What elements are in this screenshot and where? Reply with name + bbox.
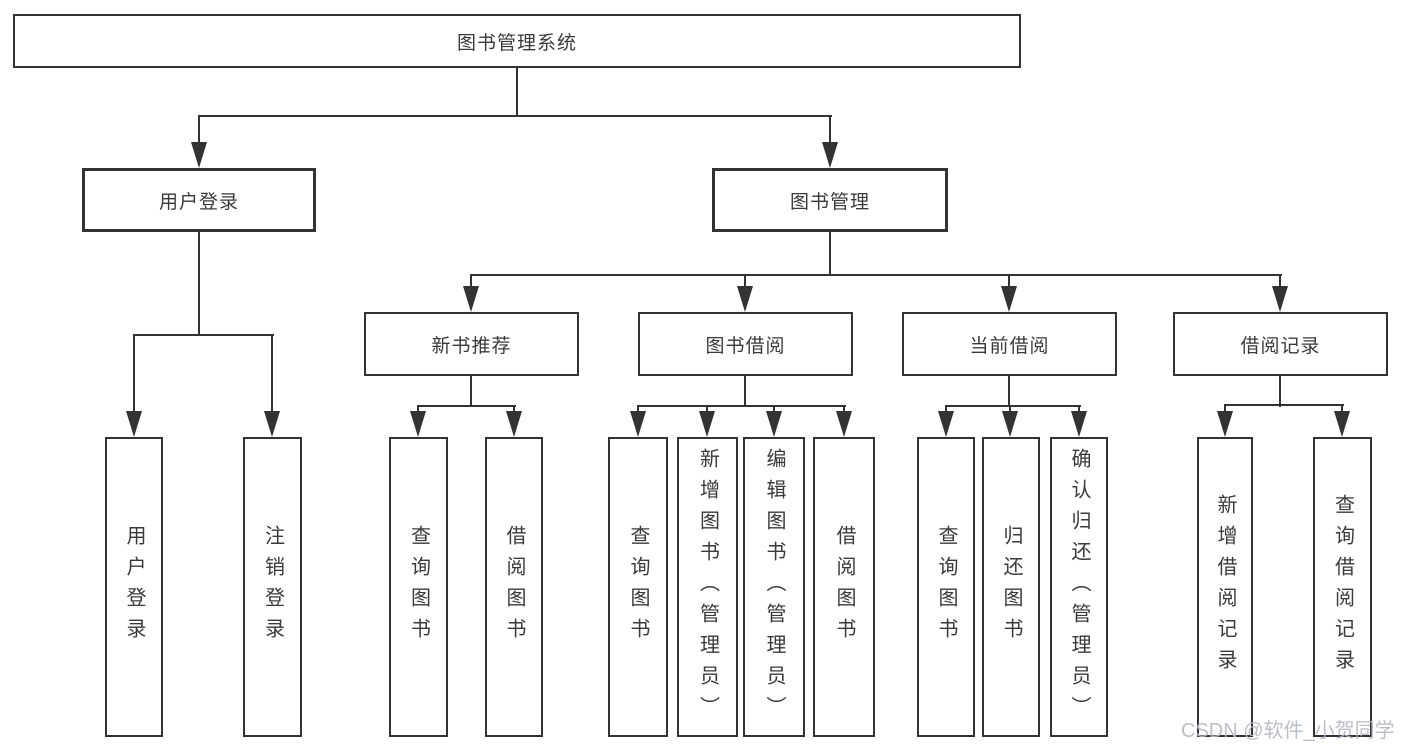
arrowhead [822, 142, 838, 168]
arrowhead [1001, 286, 1017, 312]
arrowhead [463, 286, 479, 312]
node-user-login: 用户登录 [82, 168, 316, 232]
leaf-user-login: 用户登录 [105, 437, 163, 737]
connector-line [829, 115, 831, 144]
connector-line [945, 405, 1081, 407]
node-label: 借阅记录 [1240, 335, 1321, 357]
arrowhead [699, 411, 715, 437]
leaf-label: 新增图书（管理员） [696, 447, 719, 727]
connector-line [744, 376, 746, 407]
connector-line [1224, 404, 1226, 413]
connector-line [637, 405, 639, 413]
node-label: 图书借阅 [705, 335, 786, 357]
arrowhead [766, 411, 782, 437]
arrowhead [410, 411, 426, 437]
connector-line [744, 274, 746, 288]
node-new-book-recommendation: 新书推荐 [364, 312, 579, 376]
leaf-logout: 注销登录 [243, 437, 302, 737]
arrowhead [506, 411, 522, 437]
connector-line [470, 376, 472, 407]
leaf-label: 查询借阅记录 [1331, 494, 1354, 680]
connector-line [1078, 405, 1080, 413]
connector-line [198, 115, 832, 117]
arrowhead [1002, 411, 1018, 437]
connector-line [470, 274, 1282, 276]
arrowhead [938, 411, 954, 437]
csdn-watermark: CSDN @软件_小贺同学 [1181, 720, 1395, 742]
leaf-return-book: 归还图书 [982, 437, 1040, 737]
arrowhead [264, 411, 280, 437]
connector-line [417, 405, 516, 407]
arrowhead [1217, 411, 1233, 437]
node-label: 当前借阅 [969, 335, 1050, 357]
connector-line [198, 232, 200, 335]
arrowhead [836, 411, 852, 437]
leaf-label: 注销登录 [261, 525, 284, 649]
connector-line [773, 405, 775, 413]
leaf-label: 查询图书 [407, 525, 430, 649]
leaf-label: 编辑图书（管理员） [763, 447, 785, 727]
node-current-borrowing: 当前借阅 [902, 312, 1117, 376]
connector-line [829, 232, 831, 276]
arrowhead [737, 286, 753, 312]
node-borrowing-records: 借阅记录 [1173, 312, 1388, 376]
connector-line [417, 405, 419, 413]
leaf-borrow-books-recommend: 借阅图书 [485, 437, 543, 737]
node-library-management-system: 图书管理系统 [13, 14, 1021, 68]
connector-line [133, 334, 274, 336]
leaf-confirm-return-admin: 确认归还（管理员） [1050, 437, 1108, 737]
connector-line [271, 334, 273, 412]
node-book-borrowing: 图书借阅 [638, 312, 853, 376]
connector-line [637, 405, 846, 407]
connector-line [1008, 274, 1010, 288]
connector-line [706, 405, 708, 413]
node-book-management: 图书管理 [712, 168, 948, 232]
connector-line [198, 115, 200, 144]
leaf-add-borrow-record: 新增借阅记录 [1197, 437, 1253, 737]
leaf-query-borrow-record: 查询借阅记录 [1313, 437, 1372, 737]
connector-line [843, 405, 845, 413]
connector-line [1341, 404, 1343, 413]
arrowhead [1071, 411, 1087, 437]
connector-line [945, 405, 947, 413]
connector-line [1009, 405, 1011, 413]
arrowhead [630, 411, 646, 437]
leaf-label: 归还图书 [1000, 525, 1022, 649]
connector-line [1279, 274, 1281, 288]
leaf-label: 查询图书 [627, 525, 649, 649]
arrowhead [126, 411, 142, 437]
connector-line [470, 274, 472, 288]
leaf-label: 用户登录 [123, 525, 145, 649]
leaf-add-book-admin: 新增图书（管理员） [677, 437, 738, 737]
leaf-query-books-current: 查询图书 [917, 437, 975, 737]
leaf-label: 借阅图书 [503, 525, 525, 649]
arrowhead [191, 142, 207, 168]
leaf-query-books-borrowing: 查询图书 [608, 437, 668, 737]
leaf-query-books-recommend: 查询图书 [389, 437, 448, 737]
leaf-label: 新增借阅记录 [1214, 494, 1236, 680]
leaf-label: 借阅图书 [833, 525, 855, 649]
arrowhead [1272, 286, 1288, 312]
connector-line [1279, 376, 1281, 407]
leaf-label: 查询图书 [935, 525, 957, 649]
leaf-borrow-books-borrowing: 借阅图书 [813, 437, 875, 737]
connector-line [1008, 376, 1010, 407]
node-label: 用户登录 [158, 191, 239, 213]
node-label: 新书推荐 [431, 335, 512, 357]
connector-line [133, 334, 135, 412]
node-label: 图书管理系统 [456, 32, 577, 54]
connector-line [513, 405, 515, 413]
leaf-label: 确认归还（管理员） [1068, 447, 1090, 727]
node-label: 图书管理 [789, 191, 870, 213]
leaf-edit-book-admin: 编辑图书（管理员） [743, 437, 805, 737]
arrowhead [1334, 411, 1350, 437]
connector-line [1224, 404, 1344, 406]
connector-line [516, 68, 518, 117]
